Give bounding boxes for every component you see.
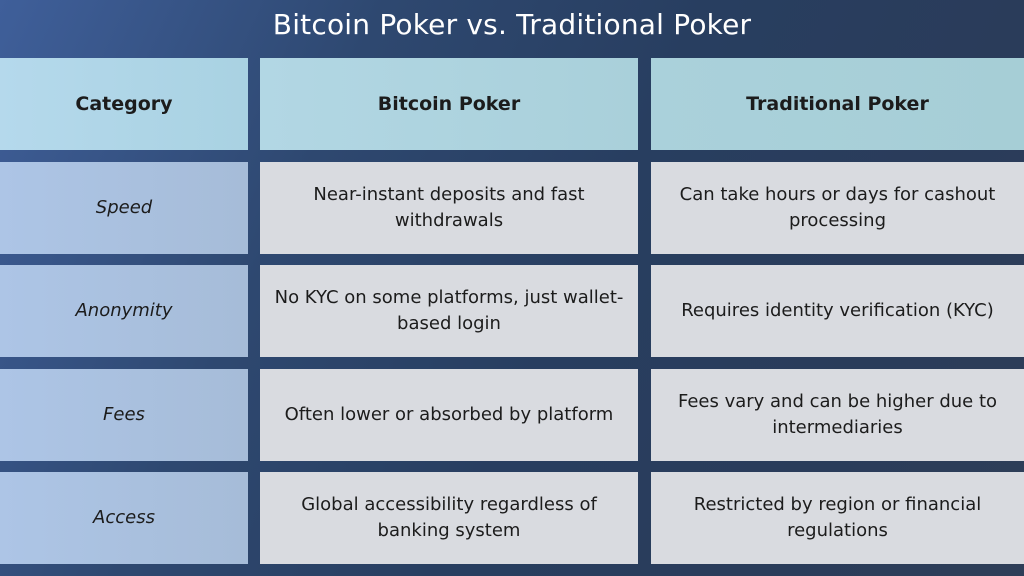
cell-bitcoin-fees: Often lower or absorbed by platform [260,369,638,461]
cell-traditional-access: Restricted by region or financial regula… [651,472,1024,564]
header-traditional-poker: Traditional Poker [651,58,1024,150]
cell-traditional-fees: Fees vary and can be higher due to inter… [651,369,1024,461]
row-category-fees: Fees [0,369,248,461]
row-category-speed: Speed [0,162,248,254]
header-bitcoin-poker: Bitcoin Poker [260,58,638,150]
page-title: Bitcoin Poker vs. Traditional Poker [272,8,752,41]
cell-traditional-anonymity: Requires identity verification (KYC) [651,265,1024,357]
row-category-access: Access [0,472,248,564]
cell-bitcoin-anonymity: No KYC on some platforms, just wallet-ba… [260,265,638,357]
row-category-anonymity: Anonymity [0,265,248,357]
cell-bitcoin-access: Global accessibility regardless of banki… [260,472,638,564]
header-category: Category [0,58,248,150]
cell-bitcoin-speed: Near-instant deposits and fast withdrawa… [260,162,638,254]
cell-traditional-speed: Can take hours or days for cashout proce… [651,162,1024,254]
